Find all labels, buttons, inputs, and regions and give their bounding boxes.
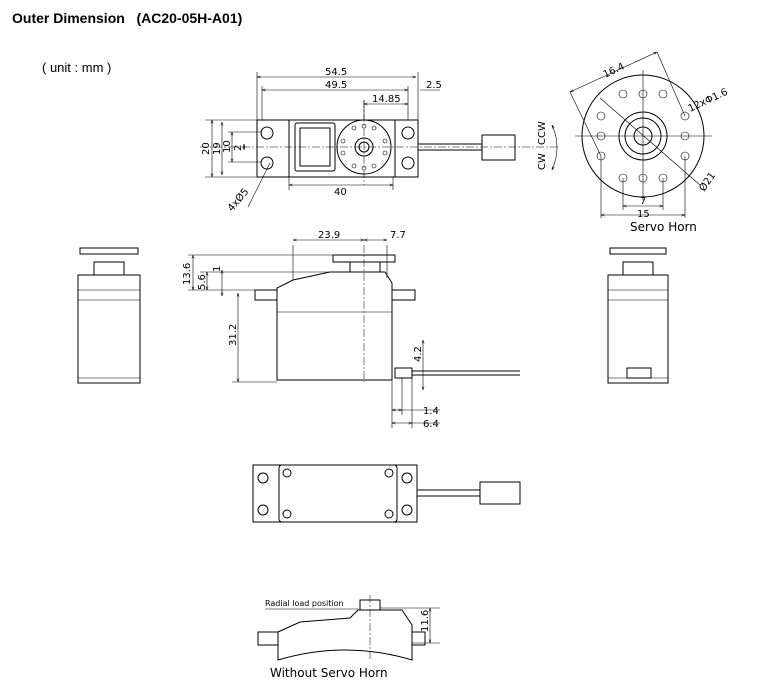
dim-horn-holes: 12xΦ1.6	[687, 87, 730, 115]
dim-top-height: 13.6	[182, 263, 193, 285]
dim-flange-to-top: 5.6	[197, 274, 208, 290]
left-end-view	[77, 247, 141, 384]
dim-shaft-to-end: 7.7	[390, 230, 406, 241]
dim-width: 20	[201, 142, 212, 155]
model-number: (AC20-05H-A01)	[136, 10, 243, 26]
dim-slot: 2	[233, 145, 244, 151]
dim-horn-diameter: Ø21	[697, 170, 719, 194]
dim-shaft-pos: 23.9	[318, 230, 340, 241]
dim-holes: 4xØ5	[225, 186, 251, 214]
dim-horn-inner-pitch: 7	[640, 196, 646, 207]
dim-hole-span: 10	[222, 140, 233, 153]
without-horn-caption: Without Servo Horn	[270, 666, 388, 680]
dim-cable-height: 4.2	[413, 346, 424, 362]
dim-horn-offset: 14.85	[372, 94, 401, 105]
dim-tab: 2.5	[426, 80, 442, 91]
servo-horn-view: 16.4 12xΦ1.6 Ø21 7 15 Servo Horn	[570, 52, 730, 234]
rotation-cw: CW	[537, 153, 548, 170]
rotation-ccw: CCW	[537, 121, 548, 145]
radial-load-label: Radial load position	[265, 599, 344, 608]
dim-body-length: 40	[334, 187, 347, 198]
dim-cable-offset: 1.4	[423, 406, 439, 417]
dim-horn-diag: 16.4	[602, 61, 627, 80]
unit-label: ( unit : mm )	[42, 60, 112, 75]
dim-hole-pitch: 49.5	[325, 80, 347, 91]
dim-overall-length: 54.5	[325, 67, 347, 78]
dim-horn-outer-pitch: 15	[637, 209, 650, 220]
dim-width-inner: 19	[212, 142, 223, 155]
title-text: Outer Dimension	[12, 10, 125, 26]
right-end-view	[607, 247, 669, 384]
bottom-view	[252, 464, 521, 523]
servo-horn-caption: Servo Horn	[630, 220, 697, 234]
dim-flange: 1	[212, 266, 223, 272]
dim-no-horn-height: 11.6	[420, 610, 431, 632]
top-view: 54.5 49.5 14.85 2.5 40 20 19 10 2 4xØ5 C…	[200, 67, 560, 214]
dim-body-height: 31.2	[228, 324, 239, 346]
page-title: Outer Dimension (AC20-05H-A01)	[12, 10, 242, 26]
dim-cable-exit: 6.4	[423, 419, 439, 430]
without-horn-view: Radial load position 11.6 Without Servo …	[257, 595, 440, 680]
side-view: 23.9 7.7 13.6 5.6 1 31.2 4.2 1.4 6.4	[182, 230, 520, 430]
